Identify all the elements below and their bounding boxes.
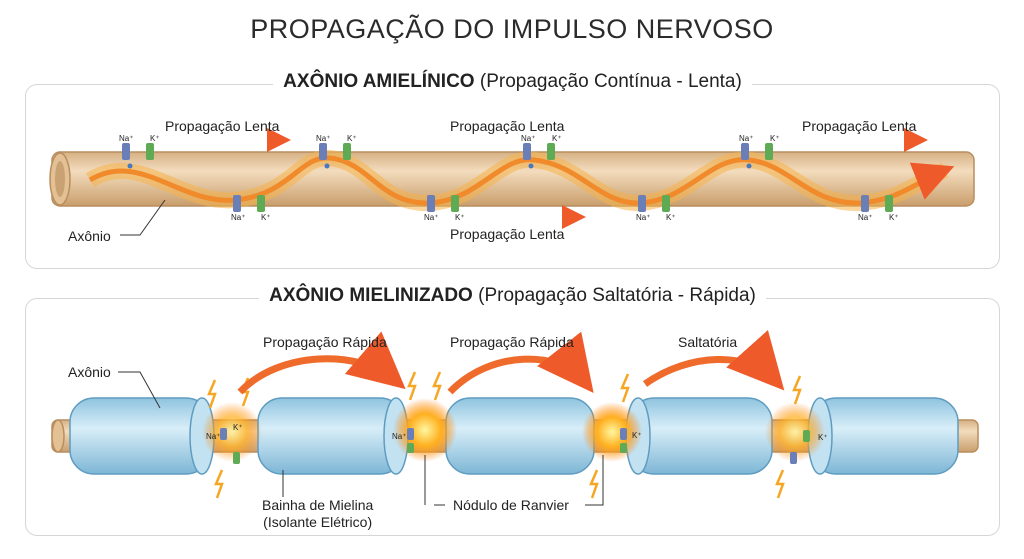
sodium-label: Na⁺ <box>316 134 331 143</box>
potassium-label: K⁺ <box>632 431 642 440</box>
ion-channel-pair <box>741 143 773 169</box>
sodium-label: Na⁺ <box>521 134 536 143</box>
node-activation-burst <box>202 402 262 462</box>
node-leader-line <box>424 455 445 506</box>
unmyelinated-heading: AXÔNIO AMIELÍNICO (Propagação Contínua -… <box>26 71 999 93</box>
sodium-label: Na⁺ <box>119 134 134 143</box>
potassium-label: K⁺ <box>455 213 465 222</box>
ion-channel-pair <box>638 195 670 212</box>
potassium-label: K⁺ <box>150 134 160 143</box>
node-activation-burst <box>765 402 825 462</box>
axon-label: Axônio <box>68 228 111 244</box>
node-leader-line <box>585 455 604 506</box>
sodium-label: Na⁺ <box>231 213 246 222</box>
ion-channel-pair <box>790 430 810 464</box>
potassium-label: K⁺ <box>233 423 243 432</box>
myelin-sheath <box>807 397 959 475</box>
myelinated-heading-bold: AXÔNIO MIELINIZADO <box>269 285 473 306</box>
propagation-label: Propagação Lenta <box>802 118 917 134</box>
sodium-label: Na⁺ <box>424 213 439 222</box>
myelin-sheath <box>625 397 773 475</box>
fast-propagation-label: Propagação Rápida <box>263 334 387 350</box>
myelin-sheath <box>445 397 595 475</box>
potassium-label: K⁺ <box>889 213 899 222</box>
saltatory-jump-arrow <box>237 331 406 395</box>
myelin-label: Bainha de Mielina (Isolante Elétrico) <box>262 497 373 531</box>
myelin-sheath <box>69 397 215 475</box>
sodium-label: Na⁺ <box>858 213 873 222</box>
sodium-label: Na⁺ <box>392 432 407 441</box>
axon-leader-line <box>118 371 161 409</box>
propagation-label: Propagação Lenta <box>165 118 280 134</box>
fast-propagation-label: Propagação Rápida <box>450 334 574 350</box>
ion-channel-pair <box>861 195 893 212</box>
axon-label: Axônio <box>68 364 111 380</box>
potassium-label: K⁺ <box>347 134 357 143</box>
ion-channel-pair <box>407 428 414 453</box>
saltatory-jump-arrow <box>642 330 785 391</box>
myelin-label-line1: Bainha de Mielina <box>262 497 374 513</box>
ion-channel-pair <box>233 195 265 212</box>
myelin-label-line2: (Isolante Elétrico) <box>263 514 373 530</box>
axon-leader-line <box>120 199 166 236</box>
lightning-icon <box>214 469 224 499</box>
ion-channel-pair <box>620 428 627 453</box>
unmyelinated-heading-bold: AXÔNIO AMIELÍNICO <box>283 71 475 92</box>
node-of-ranvier-label: Nódulo de Ranvier <box>453 497 569 513</box>
page-title: PROPAGAÇÃO DO IMPULSO NERVOSO <box>250 14 774 44</box>
potassium-label: K⁺ <box>770 134 780 143</box>
saltatory-jump-arrow <box>447 331 594 395</box>
propagation-label: Propagação Lenta <box>450 226 565 242</box>
node-activation-burst <box>393 398 457 462</box>
potassium-label: K⁺ <box>818 433 828 442</box>
lightning-icon <box>775 469 785 499</box>
ion-channel-pair <box>427 195 459 212</box>
lightning-icon <box>589 469 599 499</box>
sodium-label: Na⁺ <box>739 134 754 143</box>
myelin-sheath <box>257 397 409 475</box>
lightning-icon <box>407 371 417 401</box>
ion-channel-pair <box>220 428 240 464</box>
myelinated-heading: AXÔNIO MIELINIZADO (Propagação Saltatóri… <box>26 285 999 307</box>
propagation-label: Propagação Lenta <box>450 118 565 134</box>
saltatory-label: Saltatória <box>678 334 738 350</box>
myelinated-heading-rest: (Propagação Saltatória - Rápida) <box>478 285 756 306</box>
sodium-label: Na⁺ <box>206 432 221 441</box>
unmyelinated-heading-rest: (Propagação Contínua - Lenta) <box>479 71 742 92</box>
sodium-label: Na⁺ <box>636 213 651 222</box>
lightning-icon <box>207 379 217 409</box>
potassium-label: K⁺ <box>666 213 676 222</box>
ion-channel-pair <box>319 143 351 169</box>
lightning-icon <box>432 371 442 401</box>
lightning-icon <box>792 375 802 405</box>
ion-channel-pair <box>122 143 154 169</box>
ion-channel-pair <box>523 143 555 169</box>
lightning-icon <box>620 373 630 403</box>
potassium-label: K⁺ <box>261 213 271 222</box>
potassium-label: K⁺ <box>552 134 562 143</box>
